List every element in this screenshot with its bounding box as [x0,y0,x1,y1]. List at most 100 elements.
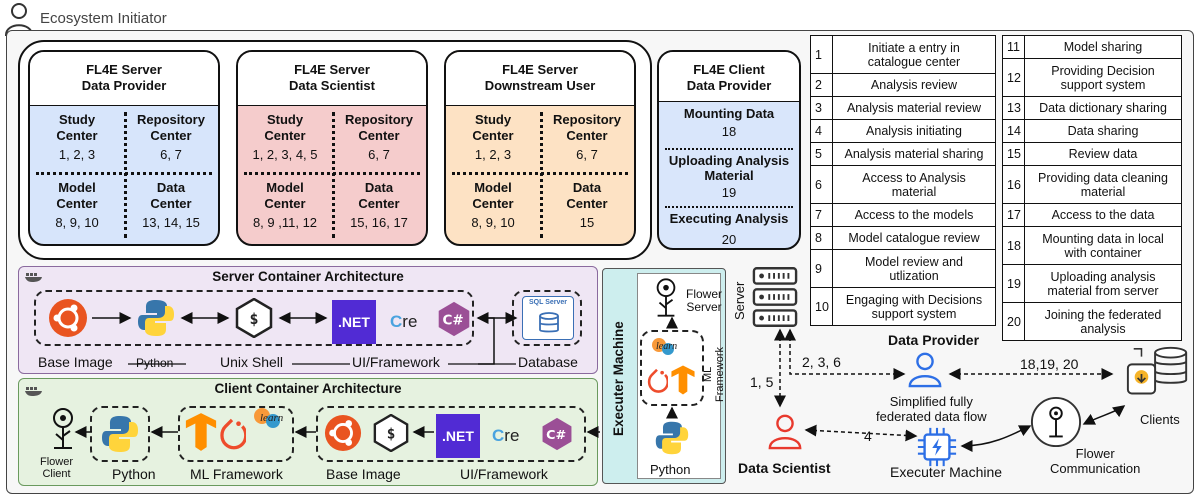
step-number: 15 [1002,142,1025,166]
center-name: Data Center [566,180,608,211]
step-number: 14 [1002,119,1025,143]
step-text: Initiate a entry in catalogue center [832,35,996,74]
data-provider-label: Data Provider [888,332,980,348]
client-item-name: Uploading Analysis Material [668,153,790,183]
center-steps: 1, 2, 3, 4, 5 [252,147,318,162]
flower-server-icon [656,278,676,317]
csharp-icon: C# [438,301,470,337]
center-name: Repository Center [137,112,205,143]
docker-icon [25,273,42,282]
step-text: Providing data cleaning material [1024,165,1182,204]
flower-server-label: Flower Server [686,287,723,314]
role-title: FL4E Server Downstream User [446,52,634,106]
center-name: Data Center [358,180,400,211]
python-icon [102,416,138,452]
step-text: Data sharing [1024,119,1182,143]
center-name: Study Center [472,112,514,143]
center-name: Repository Center [345,112,413,143]
step-text: Providing Decision support system [1024,58,1182,97]
client-label-base-image: Base Image [326,466,401,482]
data-scientist-icon [768,414,802,450]
server-label-python: Python [136,356,174,370]
client-item-value: 20 [721,232,737,247]
client-label-flower-client: Flower Client [40,456,74,480]
step-number: 4 [810,119,833,143]
edge-label-4: 4 [864,428,872,444]
divider [124,112,127,238]
edge-label-2-3-6: 2, 3, 6 [802,354,841,370]
sklearn-label: learn [656,341,678,352]
step-number: 6 [810,165,833,204]
center-name: Study Center [264,112,306,143]
step-text: Analysis initiating [832,119,996,143]
center-name: Model Center [264,180,306,211]
step-text: Mounting data in local with container [1024,226,1182,265]
center-steps: 1, 2, 3 [474,147,512,162]
step-text: Model sharing [1024,35,1182,59]
step-number: 1 [810,35,833,74]
client-item-name: Executing Analysis [669,211,789,226]
center-steps: 8, 9, 10 [471,215,515,230]
edge-label-18-19-20: 18,19, 20 [1020,356,1079,372]
client-item-executing: Executing Analysis 20 [659,208,799,247]
core-logo: Cre [390,312,418,331]
step-number: 3 [810,96,833,120]
clients-label: Clients [1140,412,1180,427]
step-number: 2 [810,73,833,97]
step-text: Model catalogue review [832,226,996,250]
server-arch-title: Server Container Architecture [212,269,404,284]
step-number: 13 [1002,96,1025,120]
client-arch-stack [316,406,586,462]
database-icon [539,312,559,333]
flower-client-icon [53,408,73,449]
python-icon [655,421,689,455]
flow-arrows [774,328,1126,452]
divider [540,112,543,238]
step-number: 7 [810,203,833,227]
server-label-unix-shell: Unix Shell [220,354,284,370]
client-arch-ml [178,406,294,462]
step-number: 16 [1002,165,1025,204]
dotnet-logo: .NET [332,300,376,344]
data-provider-icon [908,352,942,388]
core-logo: Cre [492,426,520,445]
sql-server-label: SQL Server [528,299,567,306]
python-icon [138,300,174,336]
center-steps: 1, 2, 3 [58,147,96,162]
step-text: Uploading analysis material from server [1024,264,1182,303]
step-text: Analysis material sharing [832,142,996,166]
step-number: 11 [1002,35,1025,59]
client-item-uploading: Uploading Analysis Material 19 [659,150,799,206]
step-text: Analysis review [832,73,996,97]
svg-text:C#: C# [442,312,463,328]
executer-machine-panel: Executer Machine [602,268,726,484]
step-number: 18 [1002,226,1025,265]
core-logo-text: re [402,312,418,331]
step-text: Access to Analysis material [832,165,996,204]
role-title: FL4E Server Data Scientist [238,52,426,106]
client-arch-arrows [74,426,600,438]
svg-text:C#: C# [546,428,566,443]
server-label-ui-framework: UI/Framework [352,354,440,370]
center-name: Model Center [56,180,98,211]
divider [36,172,212,175]
center-name: Repository Center [553,112,621,143]
client-label-python: Python [112,466,156,482]
